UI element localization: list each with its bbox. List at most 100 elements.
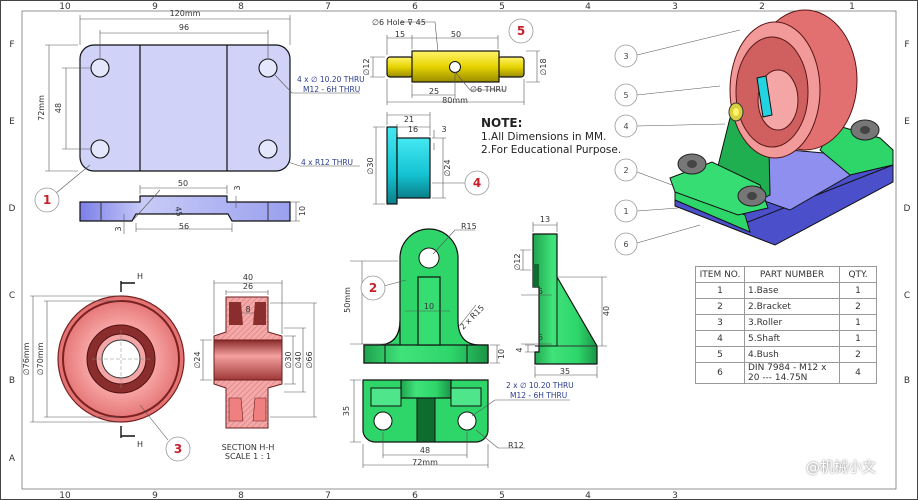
callout-text: 2 x ∅ 10.20 THRU xyxy=(506,381,574,390)
zone-letter: E xyxy=(904,117,910,127)
roller-section-view: 40 26 8 ∅24 ∅30 ∅40 ∅66 SECTION H-H SCAL… xyxy=(193,273,317,461)
dim-text: 26 xyxy=(243,282,253,291)
dim-text: 40 xyxy=(243,273,253,282)
dim-text: 48 xyxy=(54,103,63,113)
dim-text: 50 xyxy=(451,30,461,39)
zone-number: 8 xyxy=(238,491,244,500)
zone-number: 3 xyxy=(672,2,678,12)
watermark: @机械小文 xyxy=(806,460,876,476)
balloon-5-label: 5 xyxy=(623,91,628,100)
zone-number: 3 xyxy=(672,491,678,500)
bracket-top-view: 35 48 72mm R12 2 x ∅ 10.20 THRU M12 - 6H… xyxy=(342,379,574,468)
isometric-assembly-view xyxy=(636,9,894,246)
balloon-3-label: 3 xyxy=(623,52,628,61)
qty: 1 xyxy=(839,314,877,331)
dim-text: R15 xyxy=(461,222,477,231)
note-title: NOTE: xyxy=(481,116,523,130)
dim-text: ∅76mm xyxy=(22,342,31,375)
section-mark: H xyxy=(137,440,143,449)
note-line: 1.All Dimensions in MM. xyxy=(481,131,607,143)
zone-number: 7 xyxy=(325,2,331,12)
zone-letters-right: F E D C B xyxy=(904,40,911,386)
balloon-5: 5 xyxy=(508,18,534,44)
dim-text: 16 xyxy=(408,125,418,134)
zone-letter: F xyxy=(904,40,909,50)
dim-text: 50mm xyxy=(343,287,352,313)
qty: 2 xyxy=(839,298,877,315)
balloon-4-label: 4 xyxy=(623,122,628,131)
dim-text: 13 xyxy=(540,215,550,224)
dim-text: ∅6 Hole ⊽ 45 xyxy=(372,18,426,27)
zone-letter: C xyxy=(904,291,910,301)
zone-letter: D xyxy=(9,204,16,214)
dim-text: ∅6 THRU xyxy=(470,85,507,94)
scale-label: SCALE 1 : 1 xyxy=(225,452,271,461)
item-no: 5 xyxy=(695,346,745,363)
dim-text: 10 xyxy=(298,206,307,216)
qty: 1 xyxy=(839,282,877,299)
item-no: 4 xyxy=(695,330,745,347)
note-line: 2.For Educational Purpose. xyxy=(481,144,622,156)
qty: 4 xyxy=(839,362,877,384)
part-number: 1.Base xyxy=(744,282,840,299)
column-header: PART NUMBER xyxy=(744,266,840,283)
zone-numbers-bottom: 10 9 8 7 6 5 4 3 xyxy=(59,491,678,500)
dim-text: ∅70mm xyxy=(36,342,45,375)
item-no: 1 xyxy=(695,282,745,299)
dim-text: 56 xyxy=(179,222,189,231)
balloon-2: 2 xyxy=(360,275,407,301)
dim-text: 50 xyxy=(178,179,188,188)
zone-letter: F xyxy=(9,40,14,50)
zone-number: 4 xyxy=(585,491,591,500)
part-number: 3.Roller xyxy=(744,314,840,331)
callout-text: M12 - 6H THRU xyxy=(303,85,360,94)
dim-text: 80mm xyxy=(442,96,468,105)
zone-number: 8 xyxy=(238,2,244,12)
zone-number: 6 xyxy=(412,491,418,500)
zone-letter: B xyxy=(904,376,910,386)
zone-number: 10 xyxy=(59,2,71,12)
part-number: 4.Bush xyxy=(744,346,840,363)
dim-text: 120mm xyxy=(170,9,201,18)
zone-number: 10 xyxy=(59,491,71,500)
iso-balloons: 3 5 4 2 1 6 xyxy=(614,44,638,256)
zone-number: 5 xyxy=(499,491,505,500)
dim-text: 45 xyxy=(173,206,184,218)
roller-front-view: H H ∅76mm ∅70mm xyxy=(22,272,185,449)
general-notes: NOTE: 1.All Dimensions in MM. 2.For Educ… xyxy=(481,117,621,157)
part-number: 5.Shaft xyxy=(744,330,840,347)
dim-text: 96 xyxy=(179,23,189,32)
zone-letter: E xyxy=(9,117,15,127)
dim-text: 5 xyxy=(538,333,543,342)
dim-text: 35 xyxy=(342,406,351,416)
table-header-row: ITEM NO. PART NUMBER QTY. xyxy=(695,266,877,283)
zone-number: 9 xyxy=(152,491,158,500)
zone-number: 5 xyxy=(499,2,505,12)
zone-number: 9 xyxy=(152,2,158,12)
base-side-view: 50 56 10 3 45 3 xyxy=(79,179,307,234)
svg-text:3: 3 xyxy=(174,442,182,456)
dim-text: ∅12 xyxy=(362,58,371,75)
item-no: 2 xyxy=(695,298,745,315)
bracket-side-view: 13 ∅12 5 5 4 40 35 xyxy=(513,215,611,378)
callout-text: 4 x R12 THRU xyxy=(301,158,353,167)
zone-number: 4 xyxy=(585,2,591,12)
dim-text: 25 xyxy=(429,87,439,96)
svg-text:5: 5 xyxy=(517,24,525,38)
section-mark: H xyxy=(137,272,143,281)
dim-text: 72mm xyxy=(412,458,438,467)
dim-text: 35 xyxy=(560,367,570,376)
part-number: DIN 7984 - M12 x 20 --- 14.75N xyxy=(744,362,840,384)
svg-text:4: 4 xyxy=(473,176,481,190)
qty: 2 xyxy=(839,346,877,363)
dim-text: 3 xyxy=(233,185,242,190)
bush-view: 21 16 3 ∅30 ∅24 xyxy=(366,112,465,205)
balloon-6-label: 6 xyxy=(623,240,628,249)
dim-text: 8 xyxy=(245,305,250,314)
